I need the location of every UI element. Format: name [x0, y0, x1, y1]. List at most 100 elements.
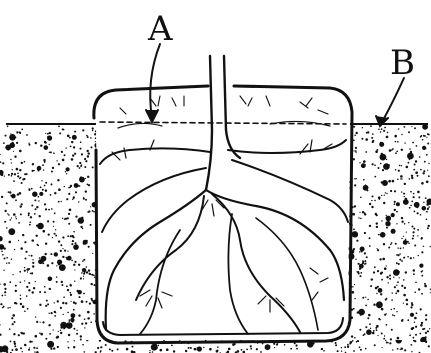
soil-grain [385, 221, 390, 226]
soil-grain [28, 282, 30, 284]
soil-grain [45, 142, 47, 144]
soil-grain [56, 265, 57, 266]
soil-grain [43, 230, 46, 233]
soil-grain [410, 306, 412, 308]
soil-grain [58, 263, 60, 265]
soil-grain [321, 348, 323, 350]
soil-grain [149, 350, 150, 351]
soil-grain [35, 335, 38, 338]
soil-grain [32, 192, 37, 197]
soil-grain [358, 217, 359, 218]
soil-grain [29, 144, 31, 146]
soil-grain [380, 232, 386, 238]
soil-grain [36, 347, 38, 349]
soil-grain [58, 331, 59, 332]
soil-grain [69, 137, 71, 139]
soil-grain [354, 298, 355, 299]
soil-grain [410, 151, 412, 153]
soil-grain [43, 169, 44, 170]
soil-grain [364, 333, 366, 335]
soil-grain [99, 340, 101, 342]
soil-grain [62, 159, 65, 162]
soil-grain [24, 267, 25, 268]
label-a: A [147, 9, 173, 49]
soil-grain [414, 164, 416, 166]
soil-grain [421, 251, 423, 253]
soil-grain [3, 142, 5, 144]
soil-grain [73, 196, 75, 198]
soil-grain [403, 236, 404, 237]
soil-grain [0, 334, 2, 336]
soil-grain [19, 271, 21, 273]
soil-grain [65, 171, 66, 172]
soil-grain [94, 284, 96, 286]
soil-grain [413, 235, 415, 237]
soil-grain [411, 351, 412, 352]
soil-grain [413, 228, 415, 230]
soil-grain [359, 346, 361, 348]
soil-grain [409, 334, 411, 336]
soil-grain [73, 264, 75, 266]
soil-grain [394, 286, 396, 288]
soil-grain [70, 185, 72, 187]
soil-grain [413, 169, 415, 171]
soil-grain [380, 272, 382, 274]
soil-grain [363, 160, 366, 163]
soil-grain [72, 235, 74, 237]
soil-grain [126, 348, 129, 351]
soil-grain [355, 259, 356, 260]
soil-grain [352, 286, 353, 287]
soil-grain [58, 240, 60, 242]
soil-grain [356, 152, 357, 153]
soil-grain [33, 347, 35, 349]
soil-grain [411, 344, 413, 346]
soil-grain [84, 351, 86, 353]
soil-grain [360, 349, 362, 351]
soil-grain [347, 344, 349, 346]
soil-grain [4, 176, 5, 177]
soil-grain [345, 284, 348, 287]
soil-grain [29, 341, 31, 343]
soil-grain [390, 338, 392, 340]
soil-grain [26, 286, 28, 288]
soil-grain [232, 343, 235, 346]
soil-grain [45, 243, 47, 245]
soil-grain [414, 291, 416, 293]
soil-grain [415, 334, 417, 336]
soil-grain [39, 291, 41, 293]
soil-grain [88, 269, 90, 271]
soil-grain [357, 271, 359, 273]
soil-grain [45, 208, 47, 210]
soil-grain [66, 257, 68, 259]
soil-grain [399, 259, 401, 261]
soil-grain [404, 287, 406, 289]
soil-grain [369, 237, 371, 239]
soil-grain [364, 264, 365, 265]
soil-grain [386, 227, 388, 229]
soil-grain [362, 211, 364, 213]
soil-grain [424, 161, 426, 163]
soil-grain [49, 333, 51, 335]
soil-grain [78, 217, 84, 223]
soil-grain [19, 150, 22, 153]
soil-grain [73, 328, 75, 330]
soil-grain [426, 154, 428, 156]
soil-grain [86, 301, 88, 303]
soil-grain [403, 303, 404, 304]
soil-grain [71, 141, 73, 143]
soil-grain [31, 205, 33, 207]
soil-grain [57, 300, 59, 302]
soil-grain [417, 229, 419, 231]
arrow-b [382, 78, 404, 122]
soil-grain [86, 266, 88, 268]
soil-grain [57, 179, 59, 181]
soil-grain [27, 271, 28, 272]
soil-grain [53, 226, 54, 227]
soil-grain [402, 319, 404, 321]
soil-grain [380, 154, 387, 161]
soil-grain [39, 304, 41, 306]
soil-grain [401, 178, 402, 179]
soil-grain [105, 344, 107, 346]
soil-grain [15, 216, 16, 217]
soil-grain [86, 240, 88, 242]
